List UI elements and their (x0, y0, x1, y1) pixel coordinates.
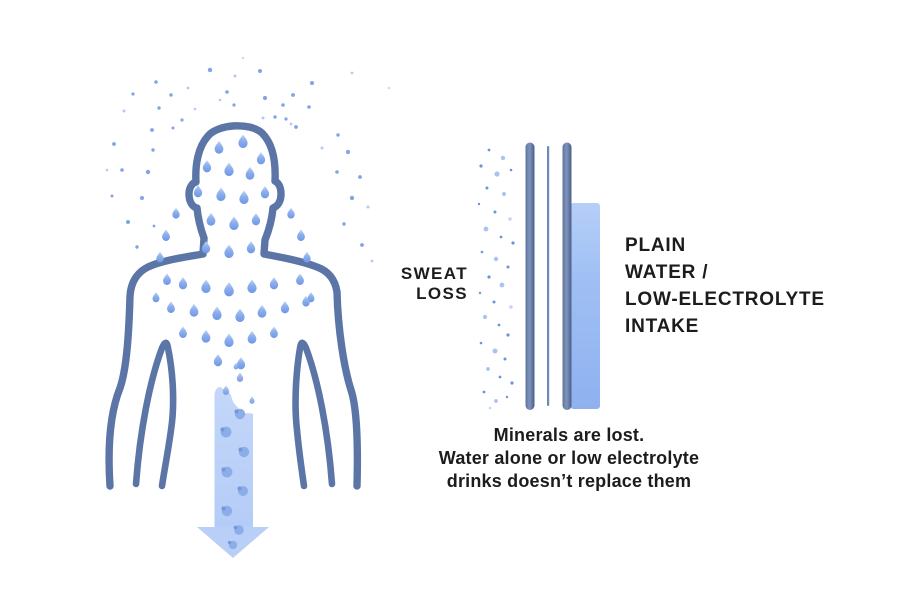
sweat-loss-bar (525, 142, 535, 410)
sweat-particles-column (477, 148, 515, 410)
sweating-figure (105, 56, 391, 490)
sweat-loss-label: SWEAT LOSS (318, 264, 468, 304)
caption-text: Minerals are lost. Water alone or low el… (400, 424, 738, 493)
intake-fill-bar (570, 203, 600, 409)
caption-line-1: Minerals are lost. (493, 425, 645, 445)
divider-line (547, 146, 550, 406)
caption-line-2: Water alone or low electrolyte (438, 448, 700, 468)
caption-line-3: drinks doesn’t replace them (446, 471, 692, 491)
sweat-loss-line-1: SWEAT (400, 264, 468, 283)
arrow-shaft (214, 386, 253, 528)
body-outline (105, 122, 362, 490)
intake-label: PLAIN WATER / LOW-ELECTROLYTE INTAKE (625, 232, 855, 340)
intake-line-1: PLAIN (625, 235, 686, 256)
arrow-mineral-dots (220, 408, 250, 550)
mineral-loss-arrow (197, 362, 269, 558)
left-arm-line (132, 339, 177, 490)
intake-line-4: INTAKE (625, 316, 700, 337)
sweat-mist-dots (105, 56, 391, 263)
sweat-droplets (152, 134, 315, 370)
intake-line-2: WATER / (625, 262, 709, 283)
intake-line-3: LOW-ELECTROLYTE (625, 289, 825, 310)
intake-bar (562, 142, 572, 410)
comparison-bars (477, 142, 600, 410)
sweat-loss-line-2: LOSS (416, 284, 468, 303)
right-arm-line (292, 339, 336, 490)
